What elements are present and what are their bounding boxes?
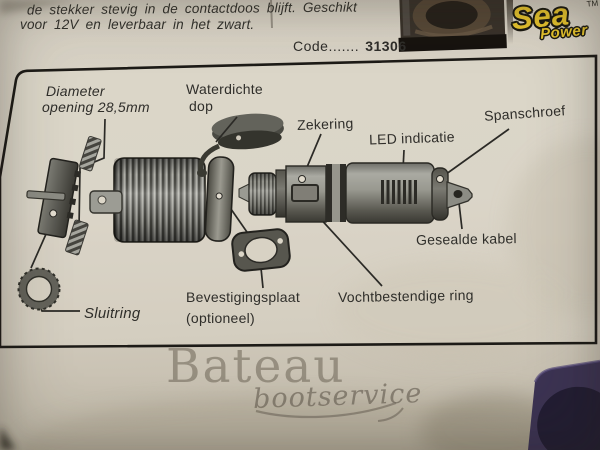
label-mounting-plate-line1: Bevestigingsplaat: [186, 289, 300, 305]
intro-text-line1: de stekker stevig in de contactdoos blij…: [26, 0, 358, 18]
product-code: Code....... 31306: [293, 38, 407, 54]
watermark-bootservice: bootservice: [252, 378, 423, 415]
fuse-window: [291, 184, 319, 202]
plug-collar: [275, 169, 287, 218]
watermark-swash: [255, 401, 404, 422]
label-diameter-line1: Diameter: [46, 83, 105, 99]
plug-rear-body: [345, 162, 435, 224]
plate-pin: [26, 190, 66, 201]
sea-power-logo-word2: Power: [539, 21, 589, 43]
socket-flange-ring: [204, 156, 235, 242]
mounting-plate-leader-line: [260, 267, 264, 289]
page-divider-line: [270, 0, 273, 29]
label-mounting-plate-line2: (optioneel): [186, 310, 255, 326]
label-led-indicator: LED indicatie: [368, 128, 456, 148]
label-diameter-line2: opening 28,5mm: [42, 99, 150, 115]
label-sealed-cable: Gesealde kabel: [415, 230, 517, 248]
waterproof-cap: [197, 113, 284, 177]
watermark-bateau: Bateau: [166, 339, 346, 394]
label-waterproof-cap-line2: dop: [189, 98, 214, 114]
product-photo-thumbnail: [396, 0, 508, 52]
label-moisture-ring: Vochtbestendige ring: [337, 286, 474, 306]
cap-leader-line: [215, 116, 238, 143]
exploded-parts: [17, 113, 473, 311]
socket-terminal-tab: [89, 190, 123, 214]
trademark-symbol: TM: [586, 0, 599, 9]
product-code-value: 31306: [365, 38, 407, 54]
fuse-point: [298, 175, 306, 183]
cable-cone: [446, 181, 473, 209]
socket-thread-barrel: [113, 157, 206, 243]
label-fuse: Zekering: [296, 115, 354, 133]
tension-screw-point: [436, 175, 444, 183]
plug-assembly: [238, 162, 473, 224]
moisture-ring-bands: [326, 164, 346, 222]
intro-text-line2: voor 12V en leverbaar in het zwart.: [20, 17, 255, 32]
plug-front-body: [285, 165, 327, 223]
screw-top: [79, 135, 102, 172]
label-lock-ring: Sluitring: [84, 305, 141, 322]
plug-end-cap: [431, 167, 449, 221]
purple-object: [528, 359, 600, 450]
product-code-label: Code.......: [293, 38, 360, 54]
label-waterproof-cap-line1: Waterdichte: [186, 81, 263, 97]
top-strip: [270, 0, 513, 52]
screw-bottom: [65, 219, 89, 256]
sea-power-logo: Sea Power TM: [510, 0, 598, 44]
sealed-cable-leader-line: [458, 202, 463, 230]
plug-knurled-tip: [248, 172, 277, 216]
tension-screw-leader-line: [441, 128, 510, 178]
lock-ring: [17, 267, 61, 311]
vent-slats: [381, 180, 417, 204]
mounting-plate: [231, 228, 291, 272]
